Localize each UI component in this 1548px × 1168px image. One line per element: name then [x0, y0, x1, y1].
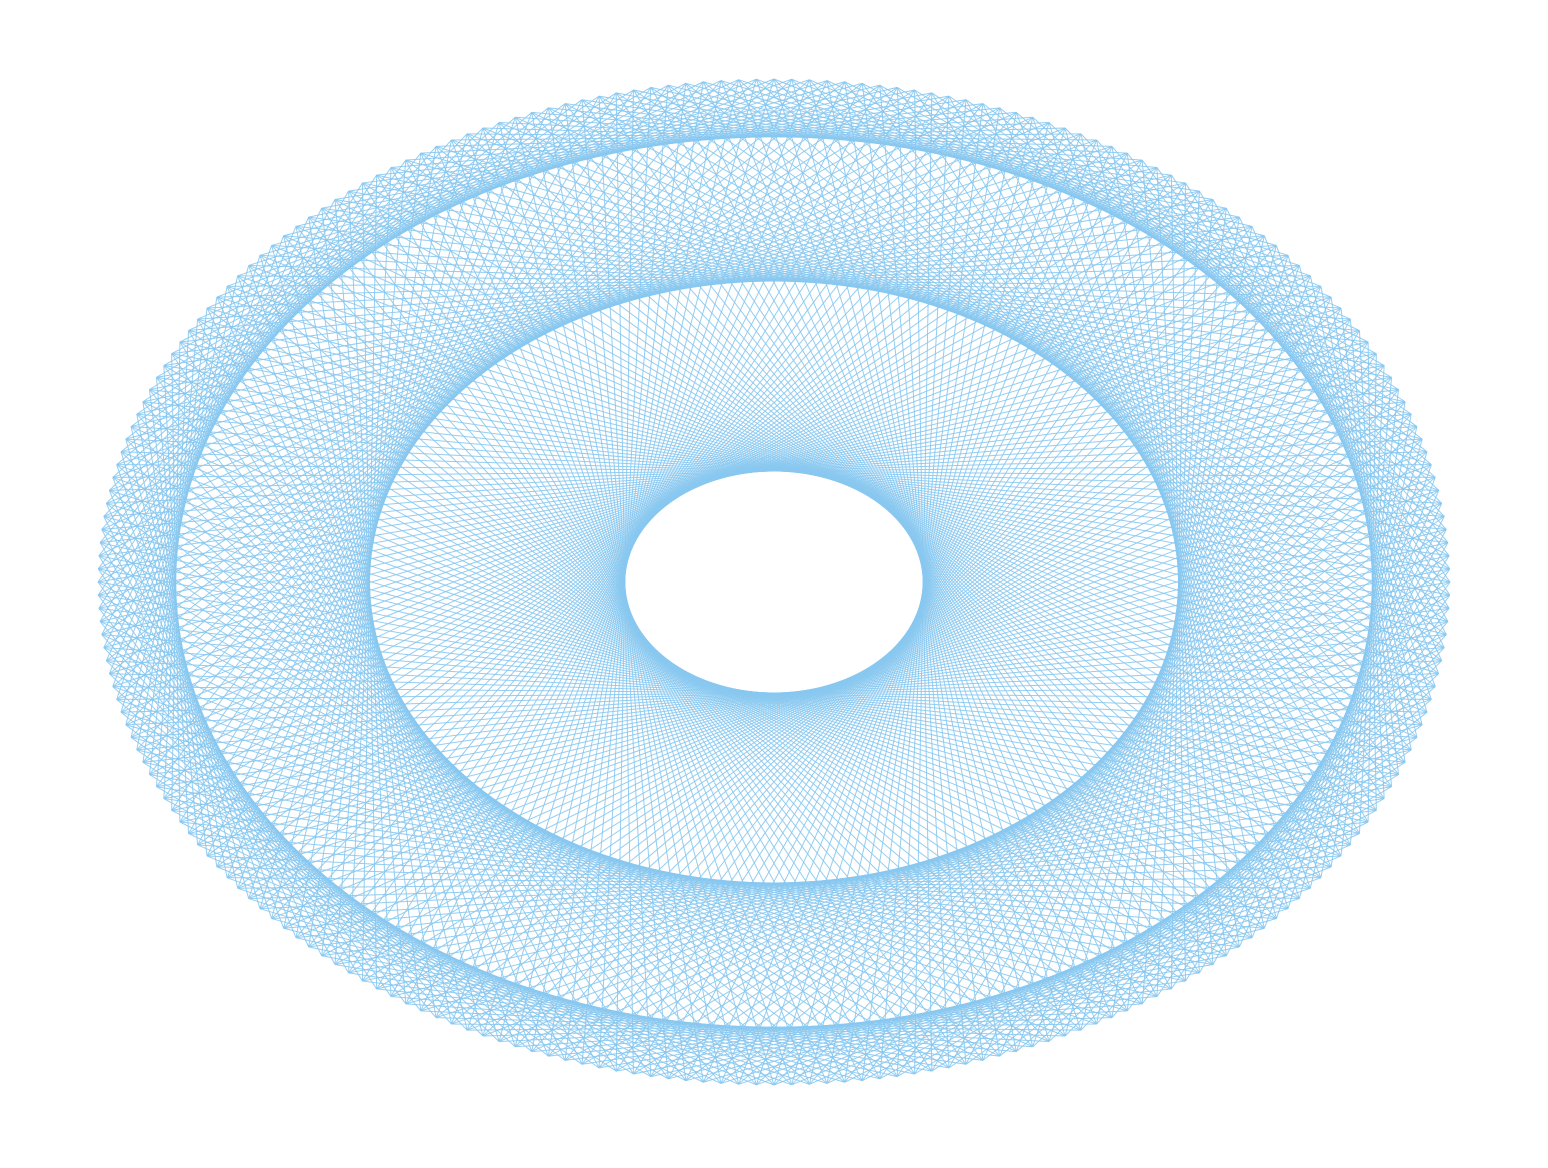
chord-line	[755, 78, 1428, 713]
chord-line	[756, 78, 1322, 287]
chord-line	[755, 79, 1082, 1031]
chord-lines	[97, 78, 1451, 1086]
